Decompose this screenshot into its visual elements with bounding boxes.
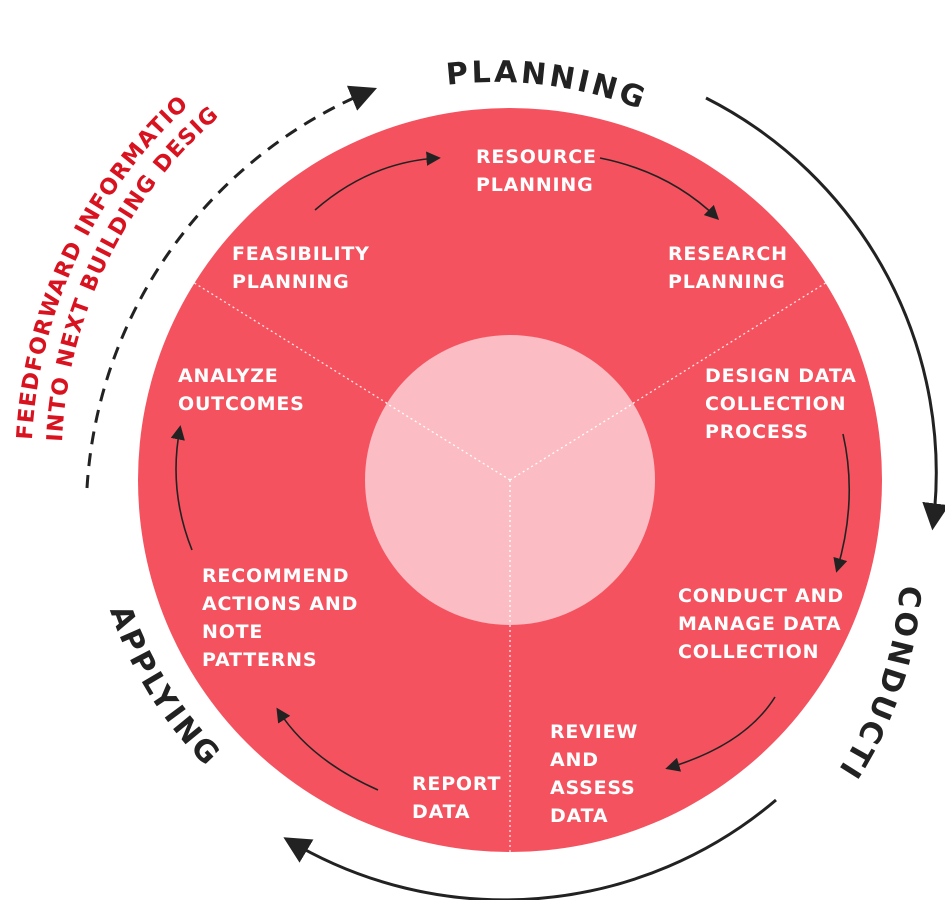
arrow-feedforward-dashed (85, 85, 377, 489)
divider-line-left (187, 278, 511, 481)
divider-line-right (509, 278, 833, 481)
arrow-feasibility-to-resource (314, 151, 441, 211)
arrow-report-to-recommend (276, 707, 379, 791)
center-divider-left (385, 402, 511, 481)
arrow-recommend-to-analyze (170, 425, 193, 551)
step-feasibility-planning: FEASIBILITY PLANNING (232, 243, 370, 293)
arrow-conduct-to-review (665, 696, 776, 772)
center-divider-right (509, 402, 635, 481)
arrow-resource-to-research (599, 157, 720, 221)
step-design-data-collection: DESIGN DATA COLLECTION PROCESS (705, 365, 857, 443)
step-conduct-manage: CONDUCT AND MANAGE DATA COLLECTION (678, 585, 844, 663)
step-recommend-actions: RECOMMEND ACTIONS AND NOTE PATTERNS (202, 565, 359, 671)
phase-label-planning: PLANNING (445, 55, 652, 118)
arrow-conducting-to-applying (283, 798, 777, 902)
arrow-planning-to-conducting (705, 96, 945, 531)
arrow-design-to-conduct (833, 433, 851, 573)
step-review-assess: REVIEW AND ASSESS DATA (550, 721, 639, 827)
step-report-data: REPORT DATA (412, 773, 502, 823)
step-analyze-outcomes: ANALYZE OUTCOMES (178, 365, 305, 415)
step-resource-planning: RESOURCE PLANNING (476, 146, 597, 196)
step-research-planning: RESEARCH PLANNING (668, 243, 788, 293)
